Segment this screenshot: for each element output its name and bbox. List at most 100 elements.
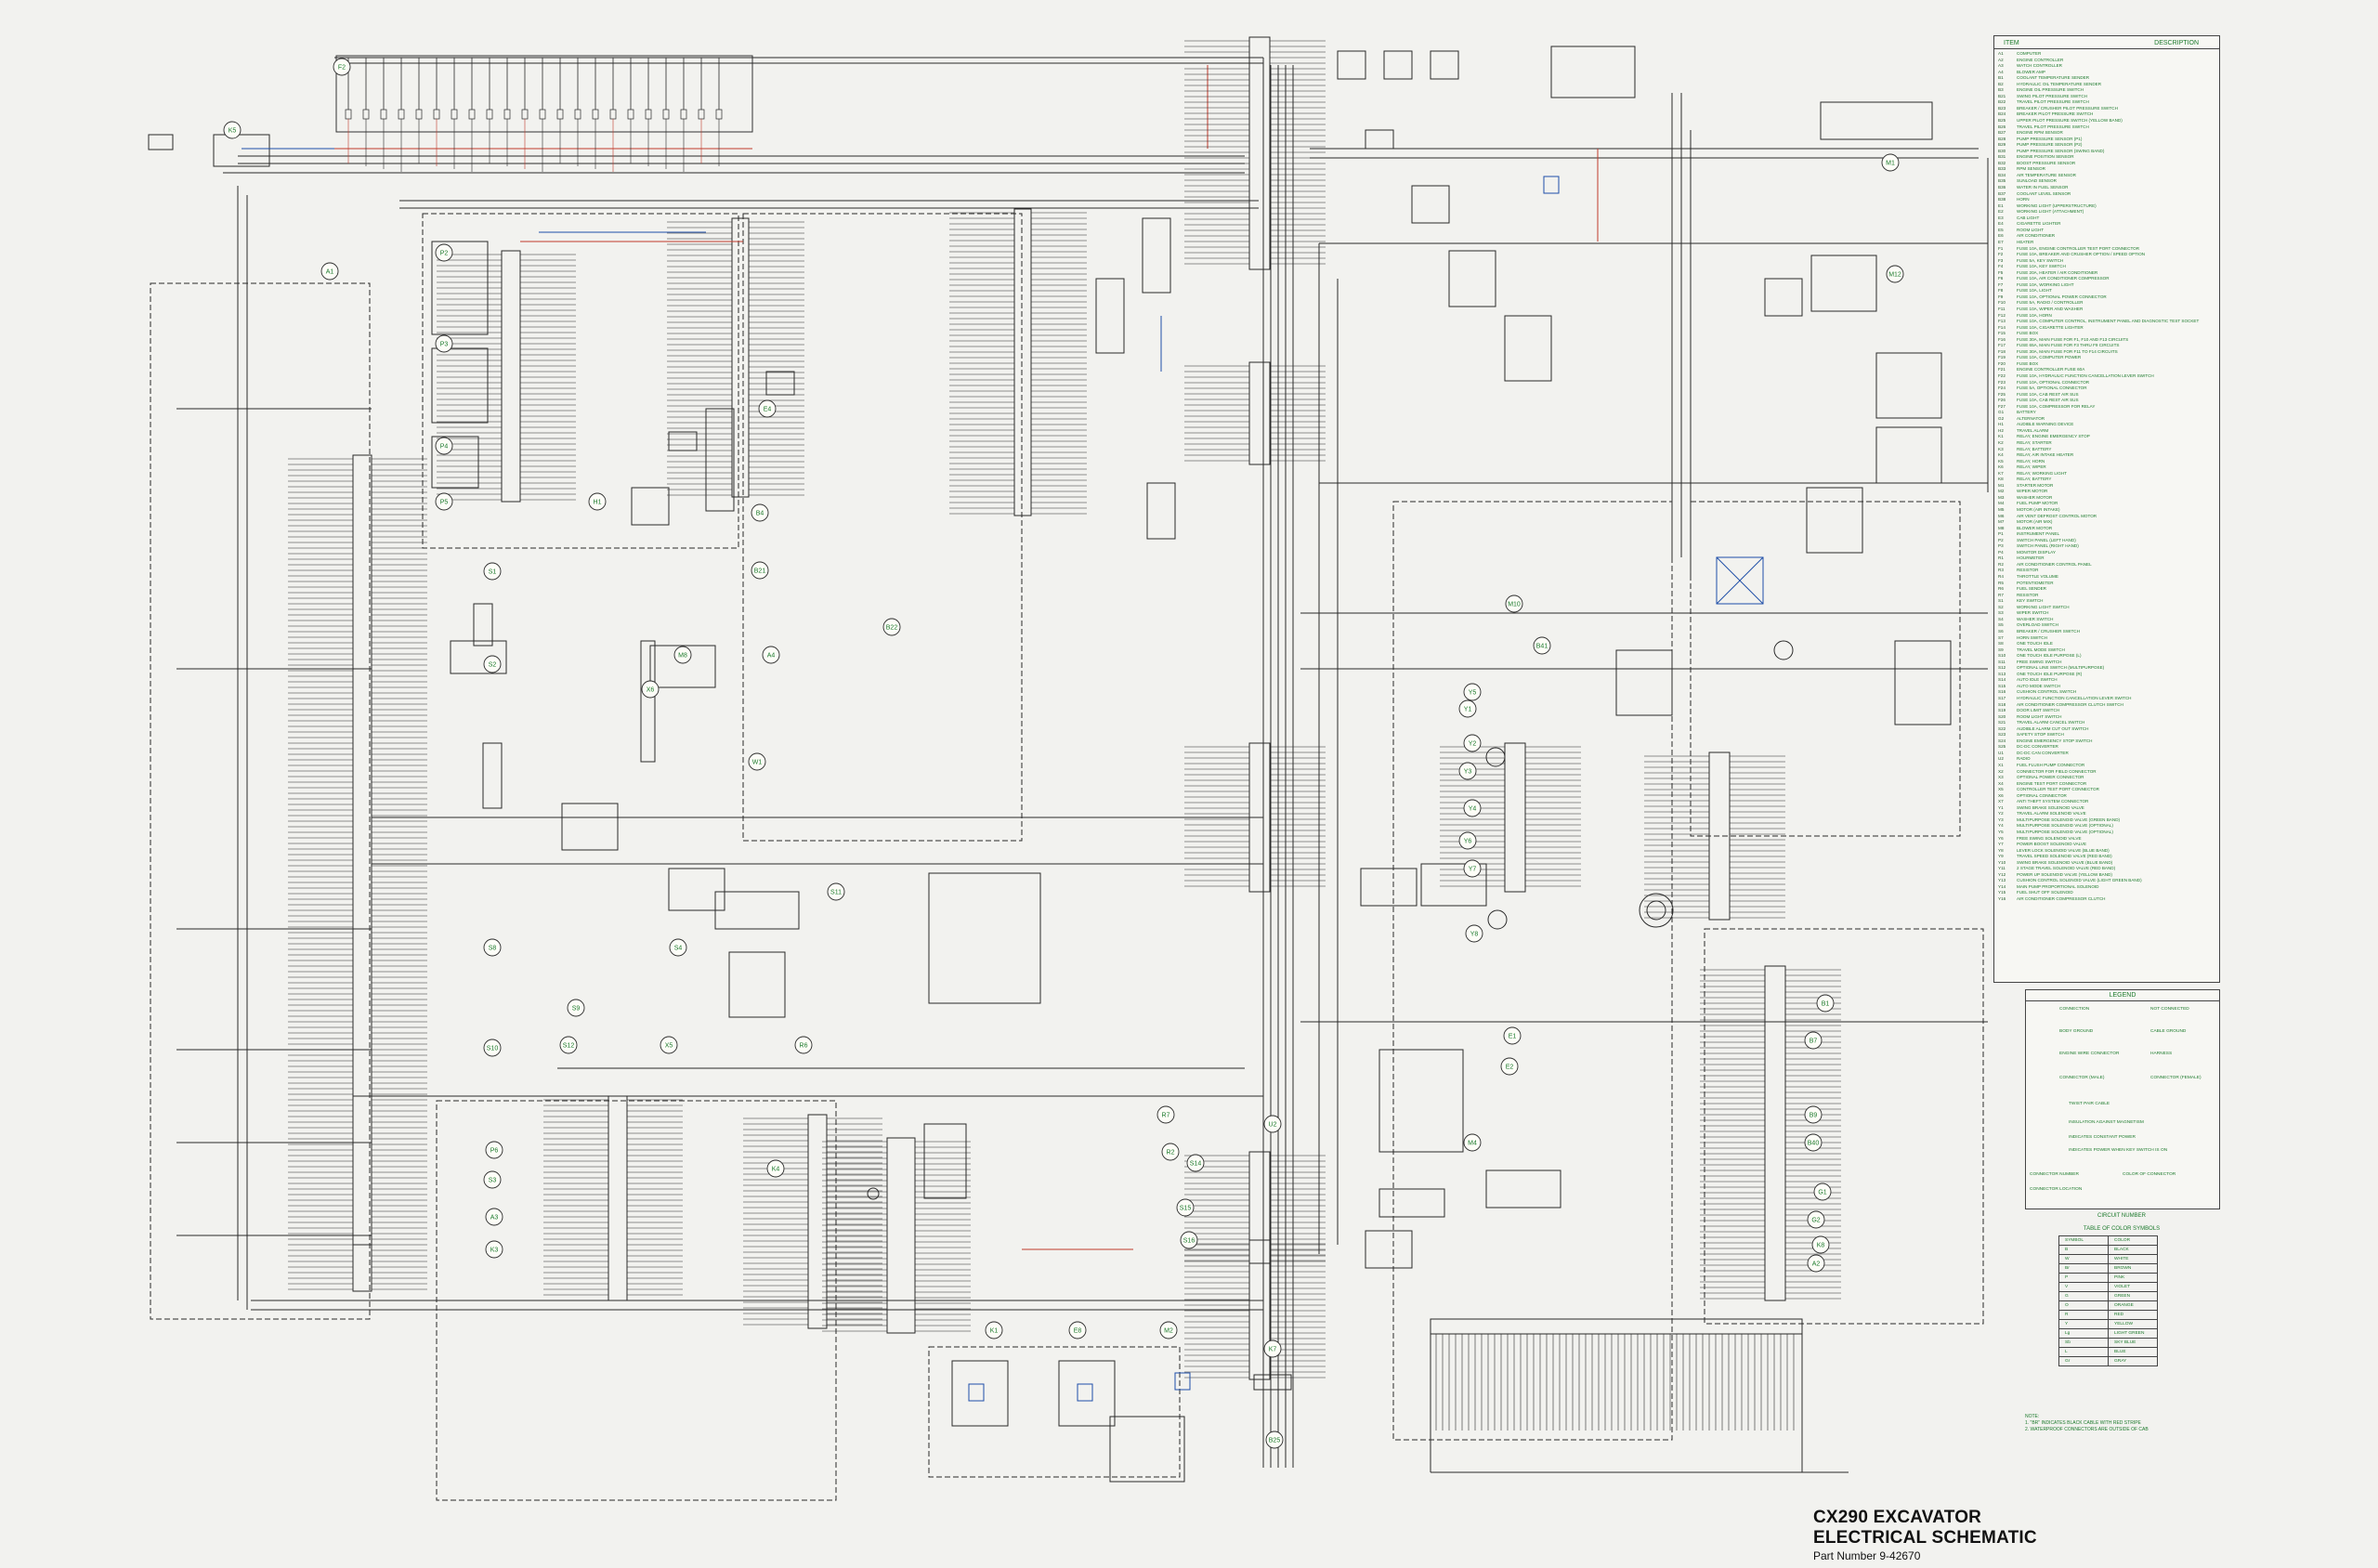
item-description: WATCH CONTROLLER: [2017, 63, 2063, 69]
item-description: ALTERNATOR: [2017, 415, 2045, 421]
item-description: TRAVEL PILOT PRESSURE SWITCH: [2017, 99, 2089, 105]
component-callout: R6: [794, 1036, 813, 1054]
item-code: F25: [1998, 391, 2006, 397]
item-description: FUEL PUMP MOTOR: [2017, 501, 2058, 506]
item-description: SWITCH PANEL (LEFT HAND): [2017, 537, 2076, 542]
component-code: S2: [489, 662, 497, 669]
item-code: S23: [1998, 732, 2006, 738]
component-code: P4: [440, 444, 449, 451]
component-code: B1: [1822, 1001, 1830, 1008]
item-description: PUMP PRESSURE SENSOR (SWING BAND): [2017, 148, 2105, 153]
item-code: Y9: [1998, 854, 2004, 859]
legend-box: LEGEND CONNECTION NOT CONNECTED BODY GRO…: [2025, 989, 2220, 1209]
item-code: P1: [1998, 531, 2004, 537]
component-callout: P4: [435, 437, 453, 455]
item-code: F13: [1998, 319, 2006, 324]
component-code: S1: [489, 569, 497, 576]
component-code: G1: [1818, 1190, 1826, 1196]
item-description: HORN: [2017, 197, 2030, 203]
component-code: M1: [1886, 161, 1895, 167]
item-description: RELAY, BATTERY: [2017, 477, 2052, 482]
item-code: Y4: [1998, 823, 2004, 829]
component-callout: Y8: [1465, 924, 1483, 943]
item-description: MULTIPURPOSE SOLENOID VALVE (GREEN BAND): [2017, 817, 2121, 822]
item-description: MULTIPURPOSE SOLENOID VALVE (OPTIONAL): [2017, 823, 2113, 829]
item-code: X1: [1998, 762, 2004, 767]
component-code: A1: [326, 269, 334, 276]
item-description: RELAY, ENGINE EMERGENCY STOP: [2017, 434, 2090, 439]
item-description: FUSE 5A, KEY SWITCH: [2017, 257, 2064, 263]
item-code: U1: [1998, 750, 2004, 755]
component-callout: P3: [435, 334, 453, 353]
item-description: FUSE BOX: [2017, 331, 2039, 336]
item-code: B26: [1998, 124, 2006, 129]
item-code: X7: [1998, 799, 2004, 804]
item-description: AIR TEMPERATURE SENSOR: [2017, 172, 2076, 177]
legend-title: LEGEND: [2026, 990, 2219, 1001]
item-code: F14: [1998, 324, 2006, 330]
item-code: B35: [1998, 178, 2006, 184]
item-description: POWER BOOST SOLENOID VALVE: [2017, 842, 2087, 847]
component-callout: B4: [751, 503, 769, 522]
item-description: FUSE 20A, HEATER / AIR CONDITIONER: [2017, 269, 2098, 275]
item-description: SWING BRAKE SOLENOID VALVE (BLUE BAND): [2017, 859, 2113, 865]
item-code: F11: [1998, 306, 2006, 311]
component-code: P3: [440, 342, 449, 348]
component-callout: S2: [483, 655, 502, 673]
item-code: S12: [1998, 665, 2006, 671]
component-code: S4: [674, 946, 683, 952]
component-code: S9: [572, 1006, 581, 1013]
item-code: K7: [1998, 470, 2004, 476]
item-description: FUSE 10A, AIR CONDITIONER COMPRESSOR: [2017, 276, 2110, 281]
item-code: B21: [1998, 93, 2006, 98]
item-description: BREAKER / CRUSHER SWITCH: [2017, 628, 2080, 634]
component-code: B41: [1536, 644, 1548, 650]
item-code: B24: [1998, 111, 2006, 117]
item-code: S5: [1998, 622, 2004, 628]
item-code: S14: [1998, 677, 2006, 683]
component-code: Y8: [1470, 932, 1479, 938]
item-description: CONNECTOR FOR FIELD CONNECTOR: [2017, 768, 2097, 774]
component-callout: A2: [1807, 1254, 1825, 1273]
component-code: R7: [1162, 1113, 1170, 1119]
component-code: K1: [990, 1328, 999, 1335]
item-description: ENGINE POSITION SENSOR: [2017, 154, 2074, 160]
item-description: AIR CONDITIONER COMPRESSOR CLUTCH: [2017, 896, 2106, 902]
item-code: M4: [1998, 501, 2005, 506]
component-code: H1: [594, 500, 602, 506]
note-line: 2. WATERPROOF CONNECTORS ARE OUTSIDE OF …: [2025, 1427, 2149, 1432]
item-code: U2: [1998, 756, 2004, 762]
item-description: CIGARETTE LIGHTER: [2017, 221, 2061, 227]
component-callout: S9: [567, 999, 585, 1017]
component-callout: E4: [758, 399, 777, 418]
item-description: STARTER MOTOR: [2017, 482, 2054, 488]
item-code: F2: [1998, 252, 2004, 257]
item-code: K6: [1998, 464, 2004, 470]
item-code: F19: [1998, 355, 2006, 360]
item-description: CUSHION CONTROL SOLENOID VALVE (LIGHT GR…: [2017, 878, 2142, 883]
item-code: F3: [1998, 257, 2004, 263]
